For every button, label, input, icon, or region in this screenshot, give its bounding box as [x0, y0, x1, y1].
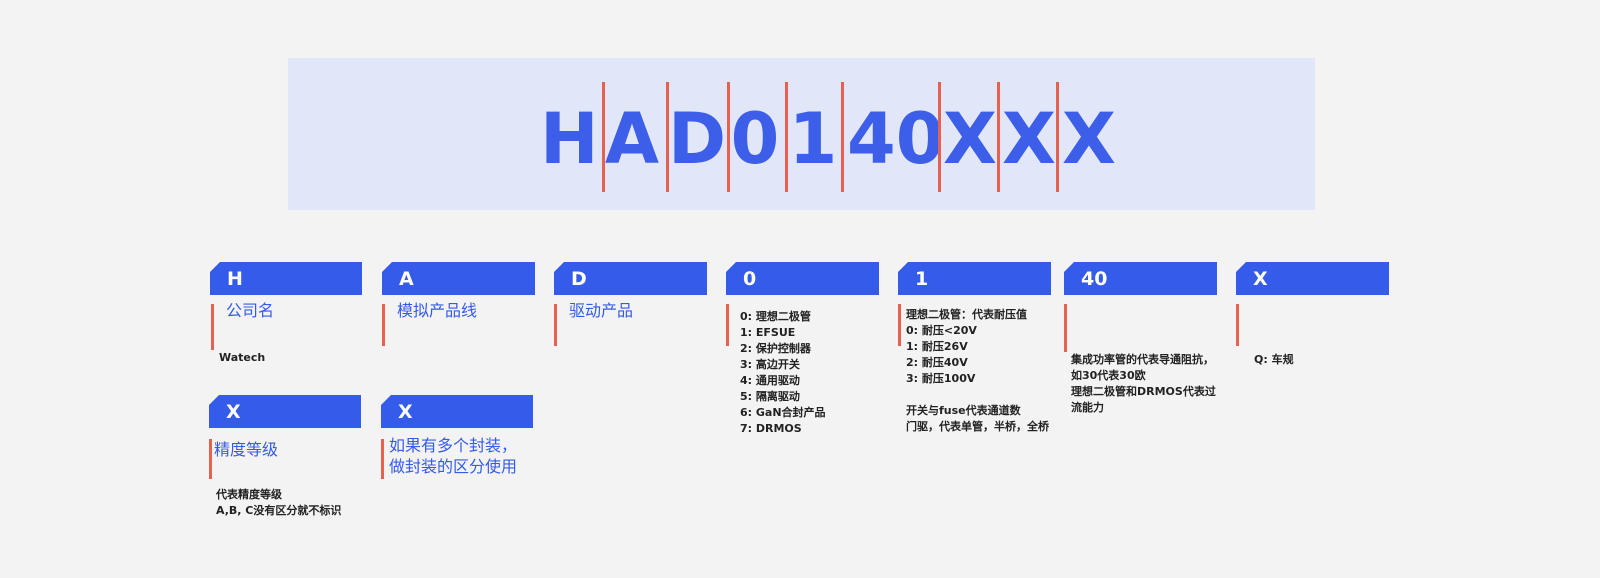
accent-bar — [209, 439, 212, 479]
code-divider — [938, 82, 941, 192]
segment-title-a: 模拟产品线 — [397, 301, 478, 320]
segment-tab-x-3: X — [381, 395, 533, 428]
segment-desc-40: 集成功率管的代表导通阻抗， 如30代表30欧 理想二极管和DRMOS代表过 流能… — [1071, 353, 1216, 414]
code-segment: H — [540, 98, 599, 180]
code-segment: D — [668, 98, 727, 180]
accent-bar — [554, 304, 557, 346]
segment-title-x-3: 如果有多个封装， 做封装的区分使用 — [389, 436, 518, 476]
code-segment: 0 — [730, 98, 780, 180]
segment-tab-40: 40 — [1064, 262, 1217, 295]
segment-desc-x-2: 代表精度等级 A,B, C没有区分就不标识 — [216, 488, 342, 517]
segment-tab-x-1: X — [1236, 262, 1389, 295]
code-divider — [841, 82, 844, 192]
code-segment: A — [604, 98, 660, 180]
code-banner — [288, 58, 1315, 210]
accent-bar — [1064, 304, 1067, 352]
accent-bar — [898, 304, 901, 346]
code-divider — [602, 82, 605, 192]
segment-title-h: 公司名 — [226, 301, 275, 320]
code-divider — [727, 82, 730, 192]
code-segment: X — [943, 98, 997, 180]
code-segment: X — [1062, 98, 1116, 180]
segment-desc-1: 理想二极管：代表耐压值 0: 耐压<20V 1: 耐压26V 2: 耐压40V … — [906, 308, 1049, 433]
code-segment: X — [1002, 98, 1056, 180]
segment-desc-x-1: Q: 车规 — [1254, 353, 1294, 366]
segment-tab-1: 1 — [898, 262, 1051, 295]
code-divider — [785, 82, 788, 192]
accent-bar — [1236, 304, 1239, 346]
segment-tab-x-2: X — [209, 395, 361, 428]
segment-desc-h: Watech — [219, 351, 266, 364]
segment-title-d: 驱动产品 — [569, 301, 634, 320]
accent-bar — [726, 304, 729, 346]
code-segment: 1 — [788, 98, 838, 180]
code-divider — [666, 82, 669, 192]
segment-tab-a: A — [382, 262, 535, 295]
segment-desc-0: 0: 理想二极管 1: EFSUE 2: 保护控制器 3: 高边开关 4: 通用… — [740, 310, 826, 435]
segment-tab-0: 0 — [726, 262, 879, 295]
code-segment: 40 — [847, 98, 945, 180]
accent-bar — [382, 304, 385, 346]
code-divider — [1056, 82, 1059, 192]
segment-title-x-2: 精度等级 — [214, 440, 279, 459]
segment-tab-h: H — [210, 262, 362, 295]
accent-bar — [381, 439, 384, 479]
code-divider — [997, 82, 1000, 192]
accent-bar — [211, 304, 214, 350]
segment-tab-d: D — [554, 262, 707, 295]
